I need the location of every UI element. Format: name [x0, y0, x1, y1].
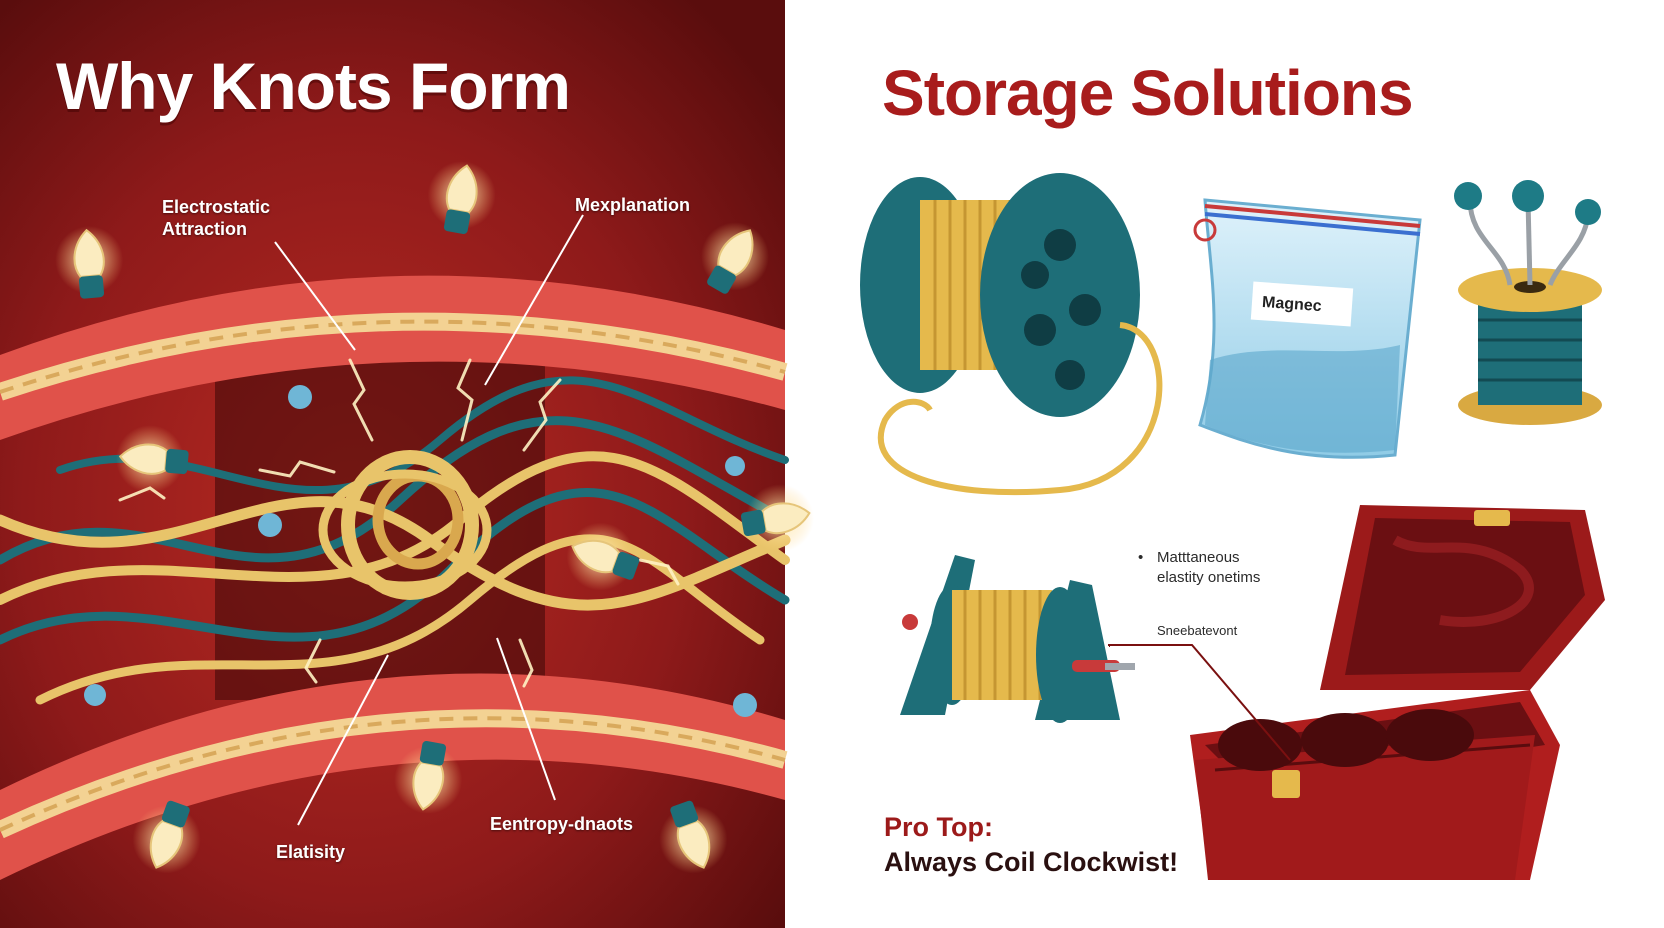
velvet-case [1190, 505, 1605, 880]
callout-maintaneous-line2: elastity onetims [1157, 569, 1261, 586]
callout-entropy: Eentropy-dnaots [490, 814, 634, 834]
right-panel-title: Storage Solutions [882, 57, 1414, 129]
zip-bag [1193, 198, 1422, 459]
callout-pointers [274, 214, 584, 826]
callout-electrostatic-attraction: Electrostatic Attraction [162, 197, 271, 239]
stand-reel [900, 555, 1135, 723]
curved-bands [0, 275, 788, 880]
callout-elatisity: Elatisity [276, 842, 346, 862]
pro-tip-text: Always Coil Clockwist! [884, 847, 1179, 877]
pro-tip: Pro Top: Always Coil Clockwist! [884, 810, 1178, 880]
cord-reel [860, 173, 1163, 496]
left-panel-title: Why Knots Form [56, 49, 571, 123]
callout-mexplanation: Mexplanation [575, 195, 691, 215]
pro-tip-heading: Pro Top: [884, 812, 993, 842]
callout-sneebatevont: Sneebatevont [1157, 623, 1238, 638]
right-callout-pointers [1108, 644, 1291, 761]
bullet-marker: • [1138, 549, 1144, 566]
callout-maintaneous-line1: Matttaneous [1157, 549, 1240, 566]
light-bulbs [51, 154, 821, 884]
sparks [118, 358, 680, 688]
spool-with-pins [1454, 180, 1602, 425]
